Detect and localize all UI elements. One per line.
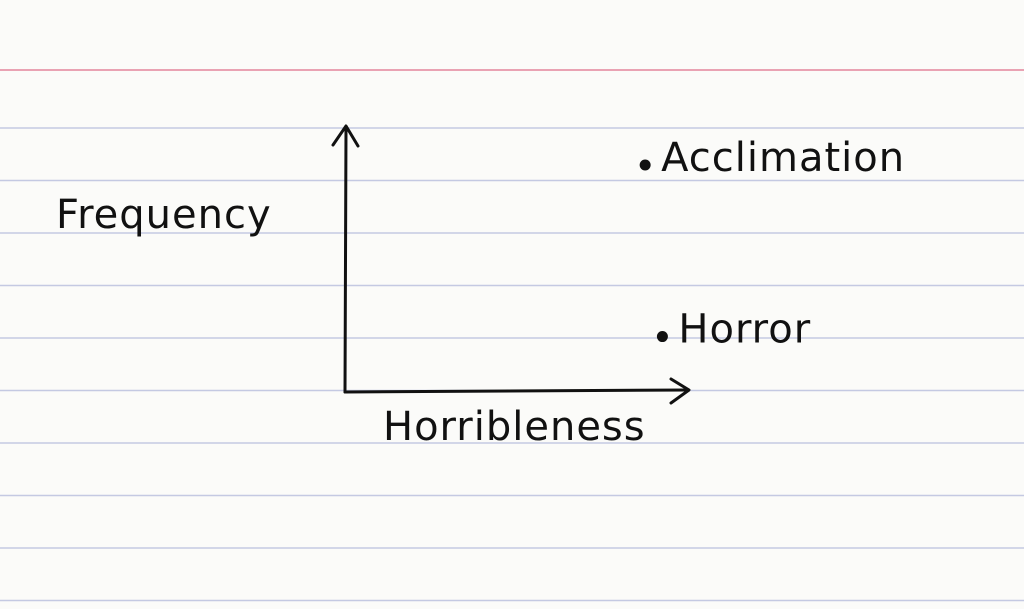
x-axis-arrowhead — [669, 377, 691, 405]
data-point-label: Acclimation — [661, 135, 905, 181]
y-axis-label: Frequency — [56, 192, 272, 238]
data-point-label: Horror — [678, 307, 811, 353]
y-axis — [343, 126, 348, 394]
y-axis-arrowhead — [331, 124, 360, 148]
data-point — [639, 159, 651, 171]
data-point — [656, 331, 668, 343]
x-axis-label: Horribleness — [383, 404, 646, 450]
x-axis — [343, 388, 690, 394]
